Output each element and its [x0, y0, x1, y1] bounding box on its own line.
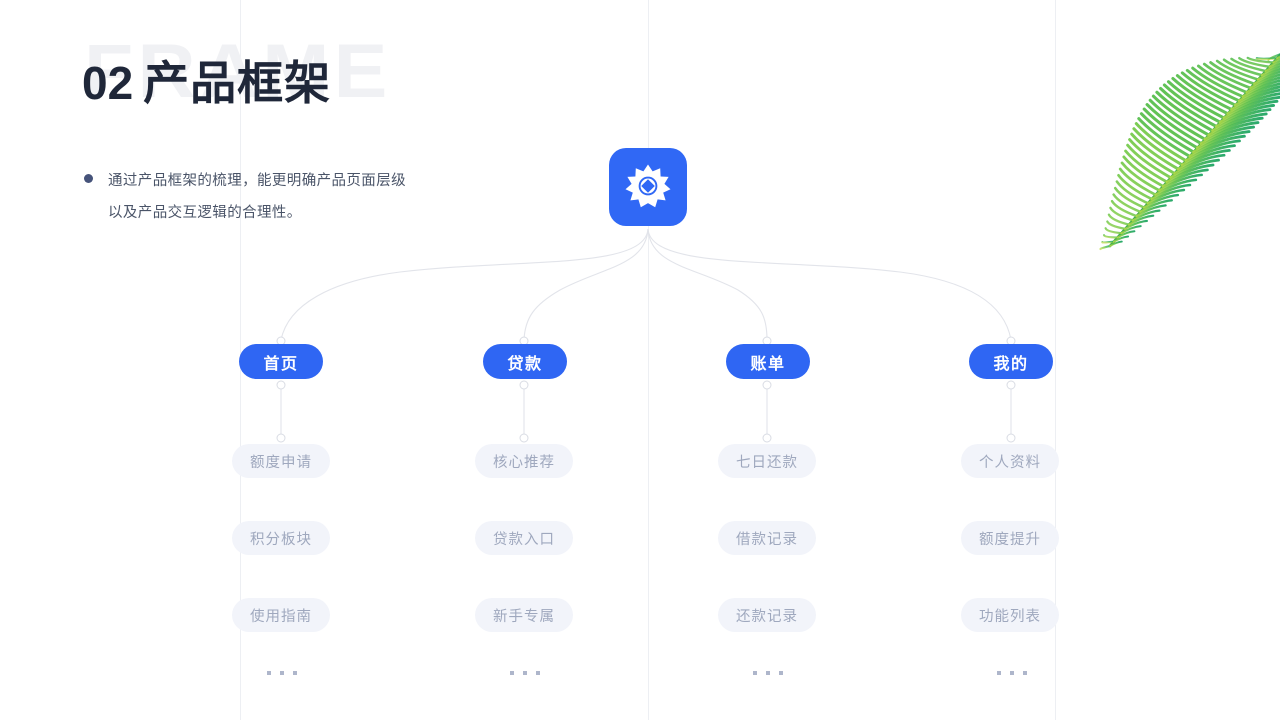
sub-pill-3-1[interactable]: 七日还款 [718, 444, 816, 478]
category-pill-2[interactable]: 贷款 [483, 344, 567, 379]
more-indicator-1[interactable] [267, 671, 297, 675]
sub-pill-1-3[interactable]: 使用指南 [232, 598, 330, 632]
description-text: 通过产品框架的梳理，能更明确产品页面层级 以及产品交互逻辑的合理性。 [108, 173, 406, 221]
section-title: 产品框架 [143, 57, 332, 109]
more-indicator-4[interactable] [997, 671, 1027, 675]
sub-pill-3-2[interactable]: 借款记录 [718, 521, 816, 555]
category-pill-4[interactable]: 我的 [969, 344, 1053, 379]
more-indicator-2[interactable] [510, 671, 540, 675]
layout-guide-line-2 [648, 0, 649, 720]
sub-pill-4-2[interactable]: 额度提升 [961, 521, 1059, 555]
palm-leaf-decoration [1099, 53, 1280, 251]
sub-pill-1-1[interactable]: 额度申请 [232, 444, 330, 478]
bullet-dot-icon [84, 174, 93, 183]
category-pill-3[interactable]: 账单 [726, 344, 810, 379]
sub-pill-2-2[interactable]: 贷款入口 [475, 521, 573, 555]
sub-pill-2-1[interactable]: 核心推荐 [475, 444, 573, 478]
sub-pill-1-2[interactable]: 积分板块 [232, 521, 330, 555]
description-bullet: 通过产品框架的梳理，能更明确产品页面层级 以及产品交互逻辑的合理性。 [84, 166, 406, 230]
sub-pill-4-3[interactable]: 功能列表 [961, 598, 1059, 632]
section-number: 02 [82, 57, 134, 109]
gear-icon [624, 163, 672, 211]
layout-guide-line-3 [1055, 0, 1056, 720]
root-node[interactable] [609, 148, 687, 226]
sub-pill-3-3[interactable]: 还款记录 [718, 598, 816, 632]
sub-pill-4-1[interactable]: 个人资料 [961, 444, 1059, 478]
category-pill-1[interactable]: 首页 [239, 344, 323, 379]
more-indicator-3[interactable] [753, 671, 783, 675]
watermark-text: FRAME [84, 29, 392, 114]
sub-pill-2-3[interactable]: 新手专属 [475, 598, 573, 632]
